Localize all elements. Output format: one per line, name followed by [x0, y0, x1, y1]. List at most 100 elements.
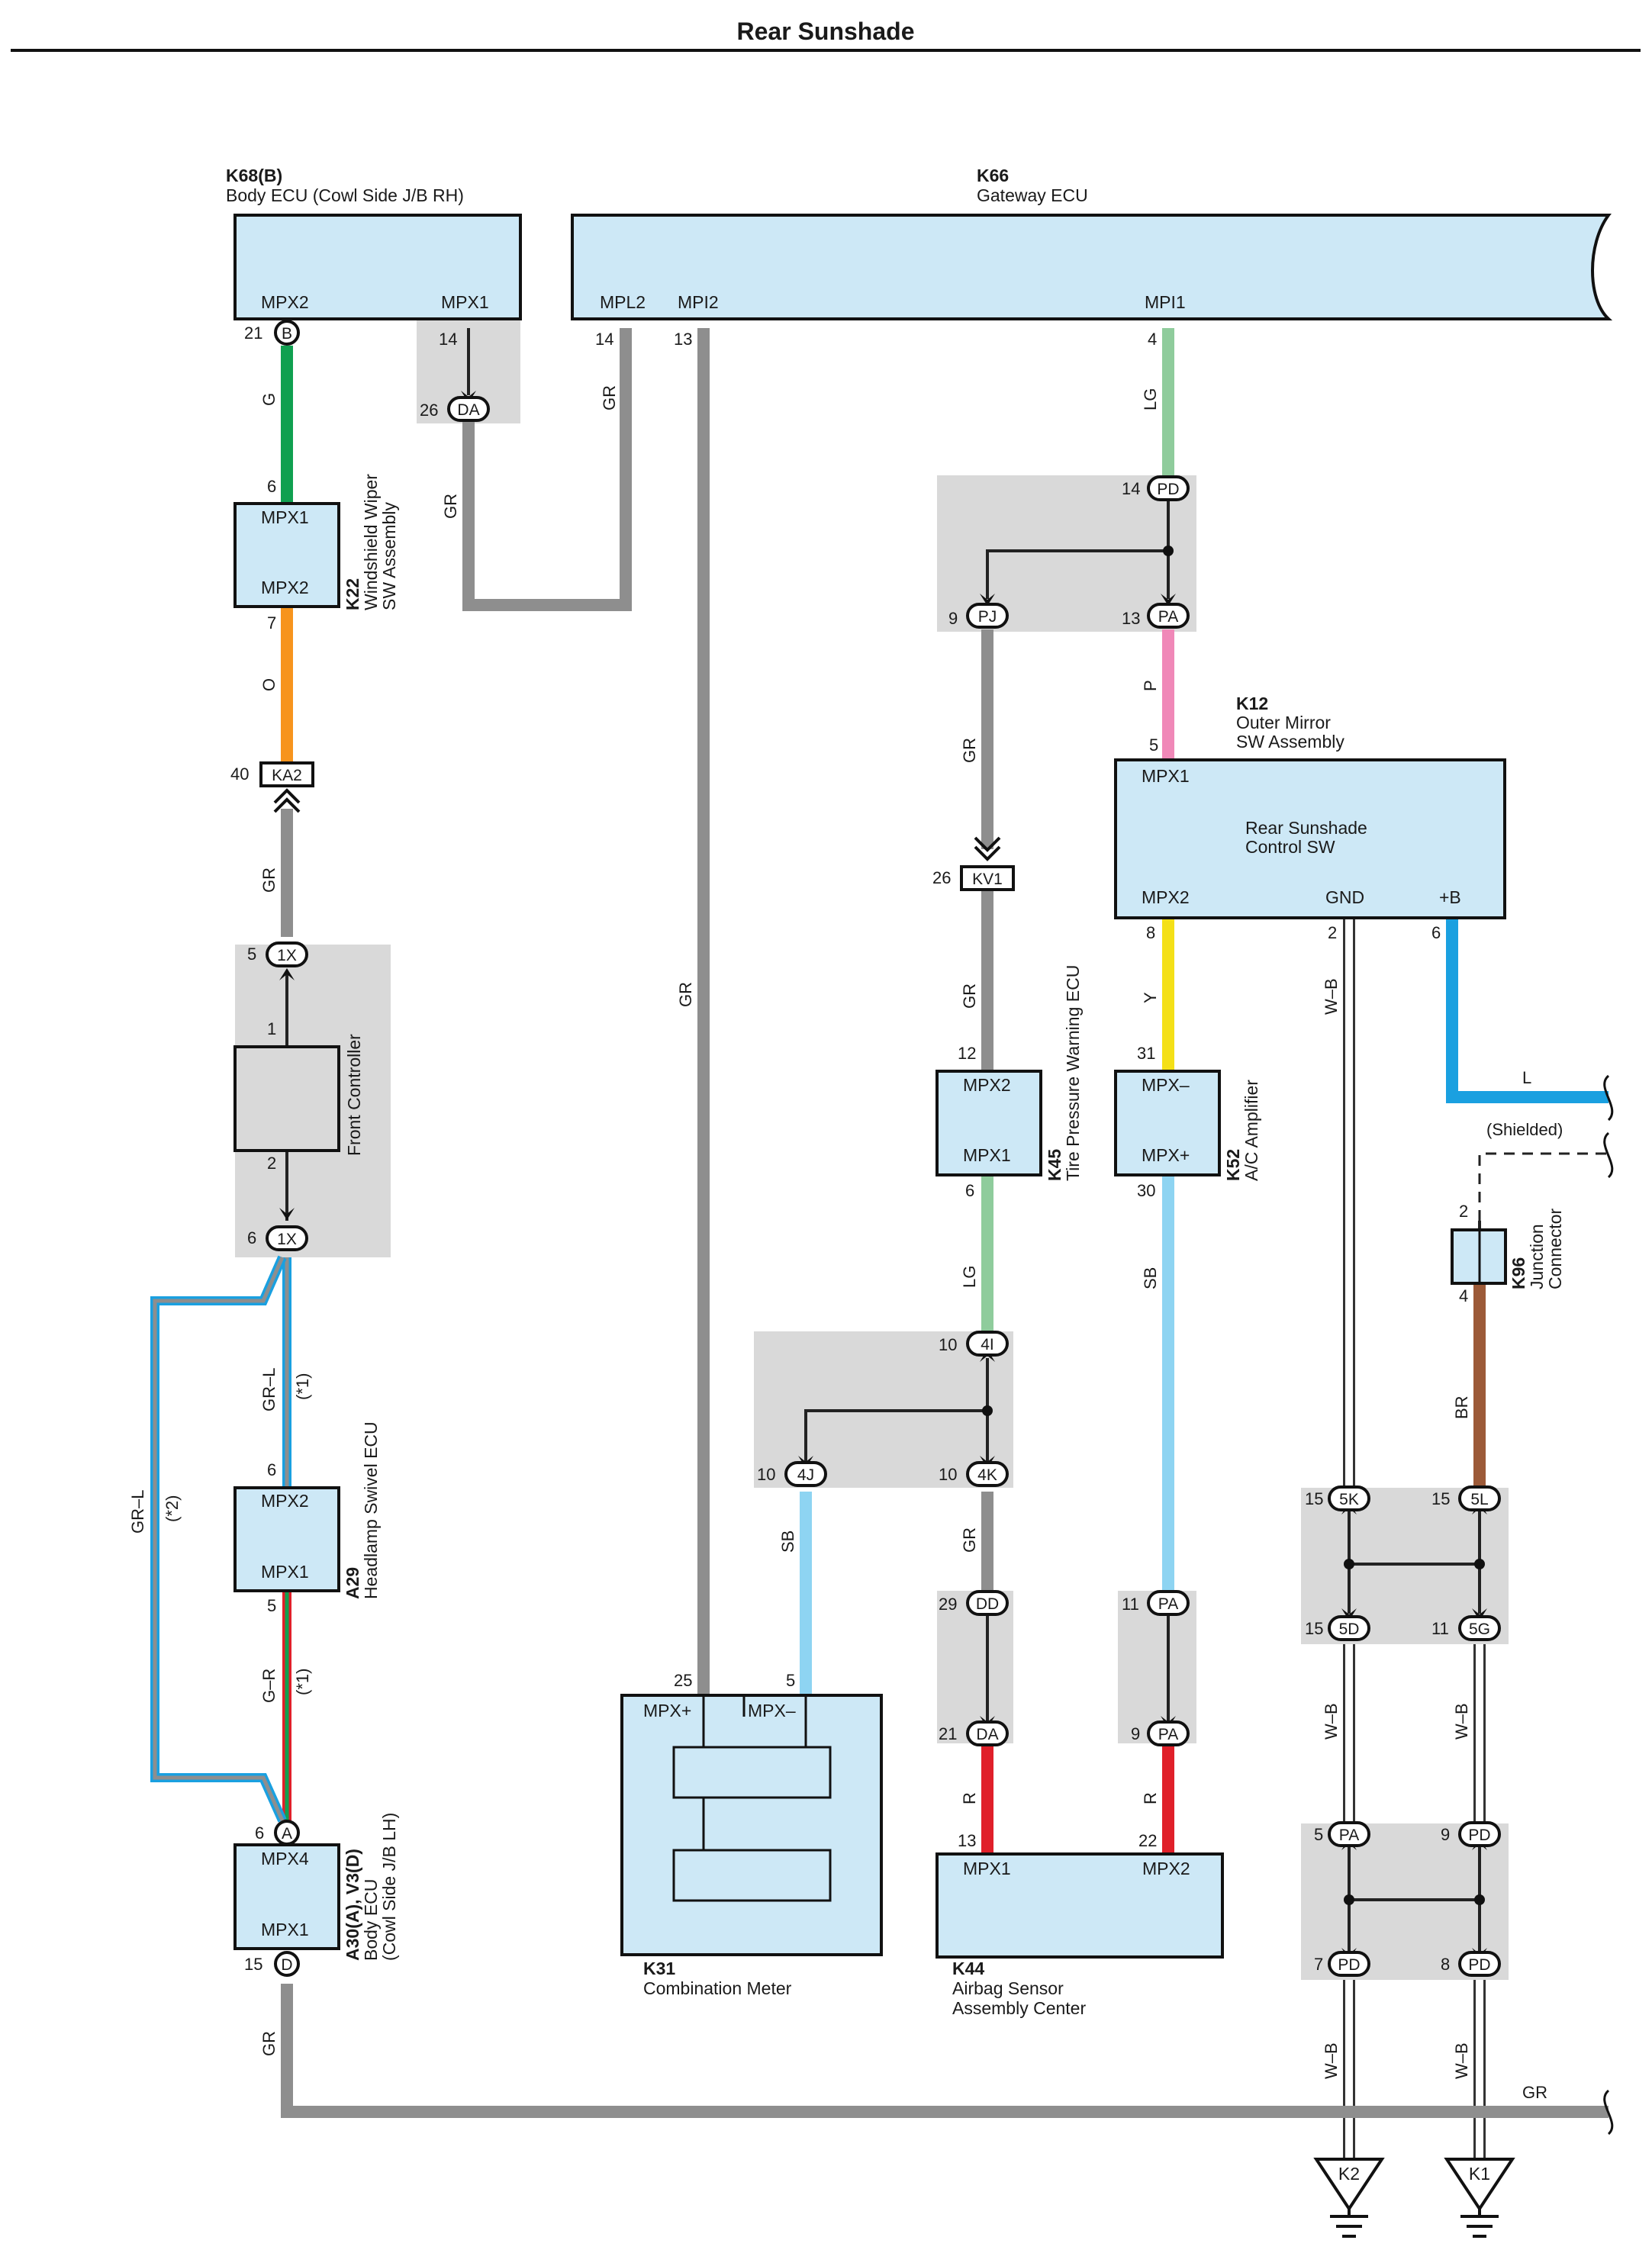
- connector-j4-label: 4J: [797, 1466, 814, 1484]
- svg-text:W–B: W–B: [1322, 978, 1341, 1015]
- svg-text:6: 6: [267, 477, 276, 496]
- k12-term-b: +B: [1439, 887, 1461, 907]
- svg-text:(*2): (*2): [163, 1495, 182, 1522]
- connector-k4-label: 4K: [977, 1466, 997, 1484]
- svg-text:GR–L: GR–L: [259, 1368, 279, 1411]
- svg-text:5: 5: [267, 1596, 276, 1615]
- svg-text:Windshield Wiper: Windshield Wiper: [361, 474, 381, 610]
- svg-text:9: 9: [948, 609, 958, 628]
- connector-i4: 4I: [966, 1331, 1009, 1357]
- svg-text:LG: LG: [1141, 388, 1160, 410]
- connector-j4: 4J: [784, 1461, 827, 1487]
- connector-da1-label: DA: [457, 401, 479, 419]
- k44-code: K44: [952, 1959, 984, 1978]
- connector-d-label: D: [281, 1956, 292, 1974]
- connector-pd2: PD: [1458, 1821, 1501, 1847]
- svg-text:15: 15: [244, 1955, 262, 1974]
- connector-d5: 5D: [1328, 1615, 1370, 1641]
- svg-text:29: 29: [939, 1595, 957, 1614]
- k45-term-mpx2: MPX2: [963, 1075, 1011, 1095]
- svg-text:BR: BR: [1452, 1395, 1471, 1419]
- k12-inner1: Rear Sunshade: [1245, 818, 1367, 838]
- k44-term-mpx2: MPX2: [1142, 1859, 1190, 1878]
- svg-text:5: 5: [247, 945, 256, 964]
- svg-text:G–R: G–R: [259, 1669, 279, 1703]
- pd-split-b: [986, 549, 1168, 599]
- svg-text:Connector: Connector: [1545, 1209, 1565, 1289]
- svg-text:GR: GR: [960, 738, 979, 763]
- box-k31: [620, 1694, 883, 1956]
- connector-pa1: PA: [1147, 603, 1190, 629]
- svg-text:K45: K45: [1045, 1149, 1064, 1181]
- box-a29: [233, 1486, 340, 1592]
- connector-pj: PJ: [966, 603, 1009, 629]
- svg-text:GR: GR: [259, 867, 279, 893]
- a30-term-mpx4: MPX4: [261, 1849, 309, 1868]
- svg-text:(*1): (*1): [293, 1373, 312, 1400]
- svg-text:2: 2: [1459, 1202, 1468, 1221]
- svg-text:GR: GR: [600, 385, 619, 410]
- k31-code: K31: [643, 1959, 675, 1978]
- k31-name: Combination Meter: [643, 1978, 792, 1998]
- svg-text:GR: GR: [259, 2031, 279, 2056]
- k12-term-gnd: GND: [1325, 887, 1364, 907]
- connector-b: B: [274, 320, 300, 346]
- connector-dd-label: DD: [976, 1595, 999, 1613]
- k22-term-mpx2: MPX2: [261, 578, 309, 597]
- k52-term-mpx-plus: MPX+: [1142, 1145, 1190, 1165]
- svg-text:SW Assembly: SW Assembly: [379, 502, 399, 610]
- arrowheads: [279, 391, 1487, 1960]
- svg-text:5: 5: [1314, 1825, 1323, 1844]
- connector-l5-label: 5L: [1470, 1491, 1488, 1508]
- svg-text:Headlamp Swivel ECU: Headlamp Swivel ECU: [361, 1421, 381, 1599]
- connector-pa2: PA: [1147, 1590, 1190, 1616]
- svg-text:Junction: Junction: [1527, 1224, 1547, 1289]
- svg-text:GR: GR: [960, 1527, 979, 1553]
- front-controller-label: Front Controller: [344, 1034, 364, 1156]
- k12-code: K12: [1236, 694, 1268, 713]
- connector-dd: DD: [966, 1590, 1009, 1616]
- svg-text:30: 30: [1137, 1181, 1155, 1200]
- k68-name: Body ECU (Cowl Side J/B RH): [226, 185, 464, 205]
- arrow-1x-bottom: [279, 1208, 295, 1220]
- k68-code: K68(B): [226, 166, 282, 185]
- connector-x1b: 1X: [266, 1225, 308, 1251]
- wires: [150, 328, 1609, 2159]
- svg-text:10: 10: [939, 1465, 957, 1484]
- k44-name1: Airbag Sensor: [952, 1978, 1064, 1998]
- svg-text:11: 11: [1431, 1619, 1449, 1638]
- connector-k5-label: 5K: [1339, 1491, 1359, 1508]
- svg-text:13: 13: [674, 330, 692, 349]
- k66-name: Gateway ECU: [977, 185, 1088, 205]
- svg-text:(*1): (*1): [293, 1669, 312, 1695]
- connector-d5-label: 5D: [1339, 1621, 1360, 1638]
- svg-text:GR: GR: [960, 983, 979, 1009]
- svg-text:14: 14: [1122, 479, 1140, 498]
- svg-text:1: 1: [267, 1019, 276, 1038]
- svg-text:6: 6: [965, 1181, 974, 1200]
- svg-text:G: G: [259, 393, 279, 406]
- box-front-controller: [233, 1045, 340, 1152]
- box-k45: [935, 1070, 1042, 1176]
- connector-g5: 5G: [1458, 1615, 1501, 1641]
- connector-k5: 5K: [1328, 1485, 1370, 1511]
- connector-ka2: KA2: [259, 761, 314, 787]
- k31-term-mpx-plus: MPX+: [643, 1701, 691, 1720]
- svg-text:10: 10: [939, 1335, 957, 1354]
- connector-pa1-label: PA: [1158, 608, 1178, 626]
- connector-g5-label: 5G: [1469, 1621, 1490, 1638]
- a29-term-mpx1: MPX1: [261, 1562, 309, 1582]
- k68-term-mpx1: MPX1: [441, 292, 489, 312]
- k31-term-mpx-minus: MPX–: [748, 1701, 796, 1720]
- pin-numbers: 21 14 26 14 13 4 14 9 13 5 6 7 40 26 5 1…: [230, 323, 1468, 1974]
- k44-term-mpx1: MPX1: [963, 1859, 1011, 1878]
- svg-text:R: R: [1141, 1792, 1160, 1804]
- svg-text:K52: K52: [1223, 1149, 1243, 1181]
- svg-text:SB: SB: [778, 1531, 797, 1553]
- a29-label: A29 Headlamp Swivel ECU: [343, 1421, 381, 1599]
- svg-text:14: 14: [595, 330, 613, 349]
- svg-text:15: 15: [1305, 1489, 1323, 1508]
- svg-text:15: 15: [1431, 1489, 1450, 1508]
